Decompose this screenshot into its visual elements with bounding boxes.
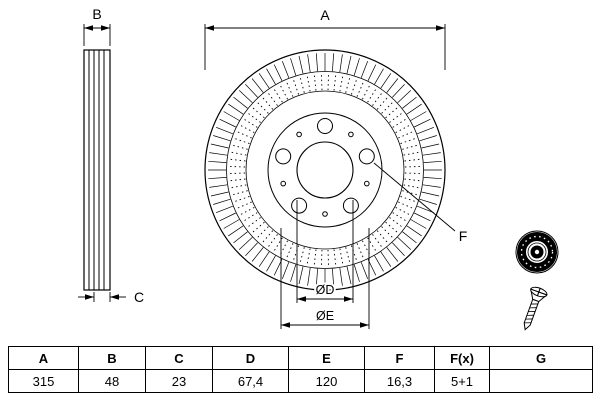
brake-disc-photo-icon [515, 230, 559, 274]
dim-label-a: A [320, 7, 330, 23]
value-fx: 5+1 [434, 369, 490, 393]
dim-label-c: C [134, 289, 144, 305]
value-a: 315 [8, 369, 79, 393]
disc-front-view [204, 49, 446, 291]
spec-table-value-row: 315 48 23 67,4 120 16,3 5+1 [8, 369, 593, 393]
brake-disc-technical-drawing: A B C F ØD ØE [78, 6, 559, 331]
col-header-e: E [288, 346, 365, 370]
dim-label-f: F [459, 228, 468, 244]
dia-label-e: ØE [316, 309, 334, 323]
bolt-holes [275, 118, 375, 217]
dimension-lines [78, 24, 456, 329]
dia-label-d: ØD [316, 283, 335, 297]
vent-hatching [208, 53, 442, 287]
col-header-d: D [212, 346, 289, 370]
value-b: 48 [78, 369, 146, 393]
value-f: 16,3 [364, 369, 435, 393]
col-header-f: F [364, 346, 435, 370]
vent-dotted-hatching [228, 73, 422, 267]
col-header-c: C [145, 346, 213, 370]
value-d: 67,4 [212, 369, 289, 393]
value-e: 120 [288, 369, 365, 393]
dimension-arrowheads [84, 25, 445, 328]
value-g [489, 369, 593, 393]
col-header-fx: F(x) [434, 346, 490, 370]
spec-table-header-row: A B C D E F F(x) G [8, 346, 593, 370]
value-c: 23 [145, 369, 213, 393]
spec-table: A B C D E F F(x) G 315 48 23 67,4 120 16… [8, 346, 593, 393]
screw-icon [523, 286, 548, 331]
col-header-b: B [78, 346, 146, 370]
disc-side-view [83, 49, 111, 291]
dim-label-b: B [92, 6, 101, 22]
col-header-a: A [8, 346, 79, 370]
col-header-g: G [489, 346, 593, 370]
